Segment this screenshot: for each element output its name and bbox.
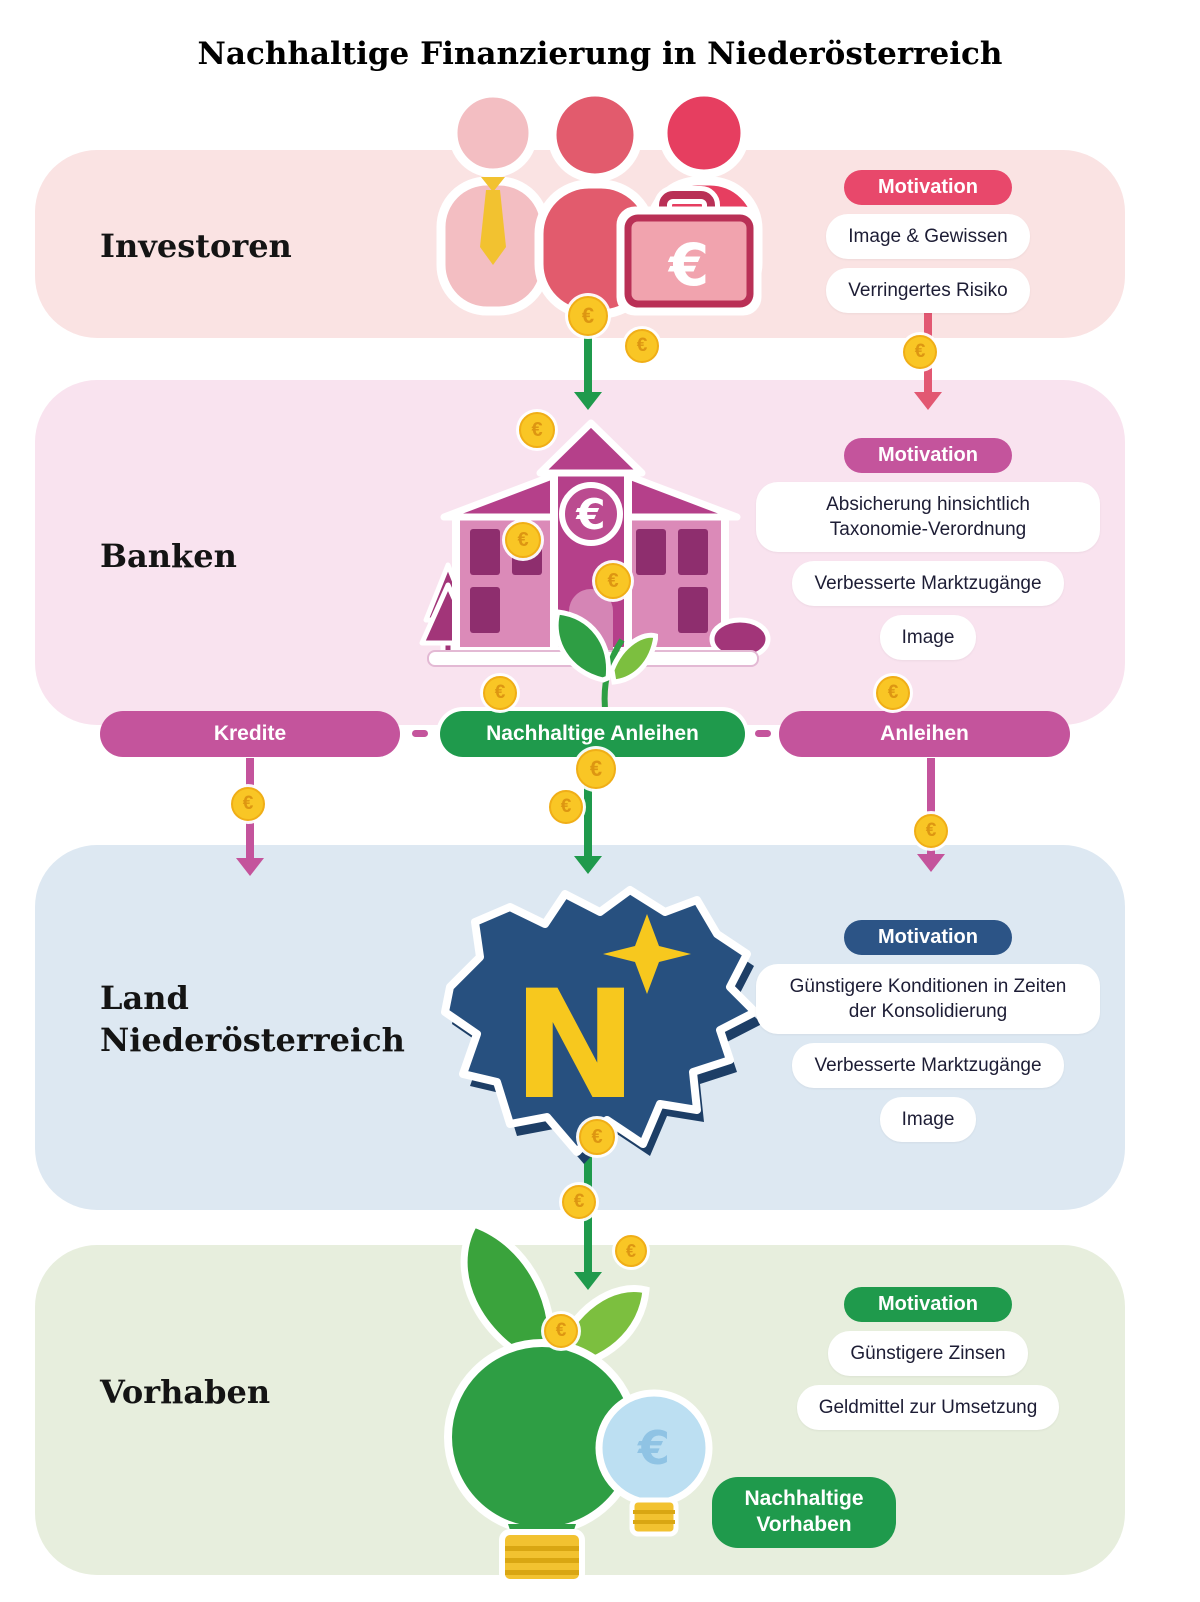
connector-anleihen: Anleihen (779, 711, 1070, 757)
euro-coin: € (568, 296, 608, 336)
bank-icon: € (419, 419, 771, 667)
connector-dash (755, 730, 771, 737)
euro-coin: € (579, 1119, 615, 1155)
arrow-investoren-to-banken (574, 292, 602, 410)
euro-coin: € (549, 790, 583, 824)
motivation-banken: Motivation Absicherung hinsichtlich Taxo… (753, 438, 1103, 661)
bulb-euro-symbol: € (637, 1421, 670, 1475)
briefcase-euro-symbol: € (667, 231, 709, 299)
tie-icon (481, 177, 505, 192)
band-label-land: Land Niederösterreich (100, 979, 405, 1059)
band-label-vorhaben: Vorhaben (100, 1373, 271, 1411)
motivation-land: Motivation Günstigere Konditionen in Zei… (753, 920, 1103, 1143)
motivation-badge: Motivation (844, 1287, 1012, 1322)
page-title: Nachhaltige Finanzierung in Niederösterr… (197, 36, 1003, 72)
motivation-badge: Motivation (844, 920, 1012, 955)
star-icon (603, 914, 691, 994)
euro-coin: € (914, 814, 948, 848)
euro-coin: € (519, 412, 555, 448)
band-label-banken: Banken (100, 537, 237, 575)
euro-coin: € (483, 676, 517, 710)
euro-coin: € (876, 676, 910, 710)
euro-coin: € (505, 522, 541, 558)
motivation-badge: Motivation (844, 170, 1012, 205)
motivation-badge: Motivation (844, 438, 1012, 473)
motivation-item: Absicherung hinsichtlich Taxonomie-Veror… (756, 482, 1100, 553)
motivation-item: Verbesserte Marktzugänge (792, 561, 1064, 607)
nachhaltige-vorhaben-badge: Nachhaltige Vorhaben (712, 1477, 896, 1548)
band-label-investoren: Investoren (100, 227, 292, 265)
motivation-item: Image & Gewissen (826, 214, 1030, 260)
motivation-item: Verringertes Risiko (826, 268, 1030, 314)
motivation-item: Verbesserte Marktzugänge (792, 1043, 1064, 1089)
euro-coin: € (576, 749, 616, 789)
euro-coin: € (625, 329, 659, 363)
euro-coin: € (562, 1185, 596, 1219)
motivation-investoren: Motivation Image & Gewissen Verringertes… (753, 170, 1103, 314)
euro-coin: € (544, 1314, 578, 1348)
arrow-nachhaltige-anleihen-to-land (574, 758, 602, 874)
euro-coin: € (615, 1235, 647, 1267)
map-icon: N (441, 886, 760, 1164)
euro-coin: € (903, 335, 937, 369)
motivation-item: Image (879, 1097, 977, 1143)
euro-coin: € (595, 563, 631, 599)
bank-windows (470, 529, 708, 633)
leaf-sprout-icon (553, 609, 658, 718)
bulb-icon: € (444, 1219, 713, 1585)
arrow-anleihen-to-land (917, 758, 945, 872)
motivation-item: Günstigere Zinsen (828, 1331, 1028, 1377)
motivation-item: Günstigere Konditionen in Zeiten der Kon… (756, 964, 1100, 1035)
investors-icon: € (436, 87, 763, 319)
map-letter-n: N (512, 959, 638, 1133)
motivation-item: Image (879, 615, 977, 661)
motivation-vorhaben: Motivation Günstigere Zinsen Geldmittel … (753, 1287, 1103, 1431)
connector-dash (412, 730, 428, 737)
connector-kredite: Kredite (100, 711, 400, 757)
briefcase-icon: € (616, 186, 762, 316)
motivation-item: Geldmittel zur Umsetzung (796, 1385, 1060, 1431)
euro-coin: € (231, 787, 265, 821)
bank-euro-symbol: € (575, 490, 605, 539)
